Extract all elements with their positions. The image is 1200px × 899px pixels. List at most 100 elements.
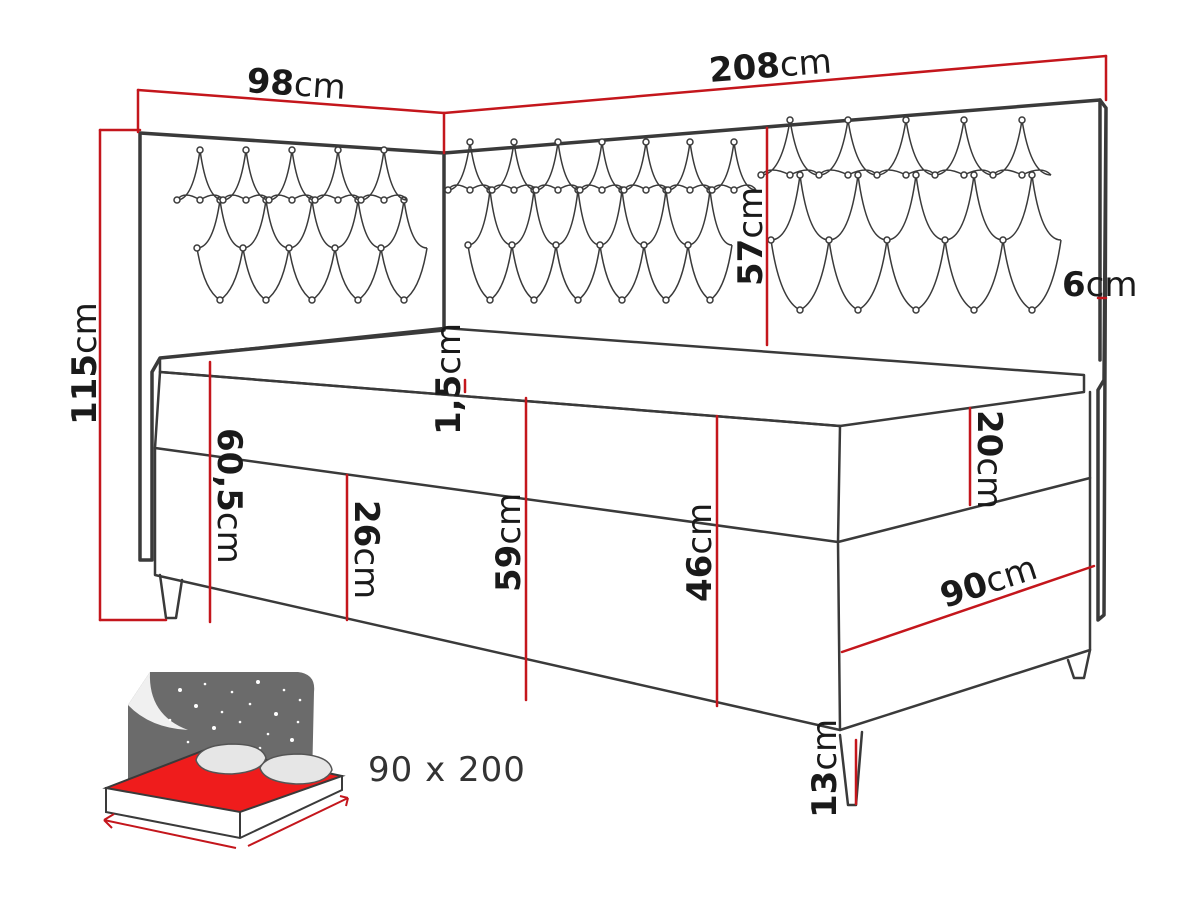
- tufting-button: [239, 244, 247, 252]
- mattress-corner: [836, 424, 842, 544]
- tufting-button: [620, 186, 628, 194]
- tufting-button: [970, 171, 978, 179]
- tufting-diamond: [360, 149, 408, 201]
- topper-edge: [158, 370, 842, 428]
- back-headboard: [442, 98, 1108, 622]
- star-icon: [186, 740, 190, 744]
- label-base-height: 26cm: [346, 500, 386, 599]
- label-front-height: 60,5cm: [209, 428, 249, 564]
- tufting-button: [941, 236, 949, 244]
- tufting-diamond: [760, 119, 820, 176]
- label-total-height: 115cm: [65, 302, 105, 425]
- tufting-button: [902, 116, 910, 124]
- star-icon: [220, 710, 224, 714]
- tufting-diamond: [579, 141, 625, 191]
- star-icon: [248, 702, 252, 706]
- side-headboard: [138, 131, 446, 562]
- tufting-button: [193, 244, 201, 252]
- label-headboard-thickness: 6cm: [1062, 265, 1138, 305]
- label-mid-height: 59cm: [489, 493, 529, 592]
- icon-headboard: [128, 672, 315, 782]
- dimension-lines: [98, 54, 1108, 806]
- tufting-button: [380, 196, 388, 204]
- label-side-width: 98cm: [245, 61, 347, 108]
- tufting-diamond: [687, 189, 733, 301]
- tufting-button: [265, 196, 273, 204]
- dim-line-side-width: [136, 88, 446, 115]
- tufting-diamond: [334, 199, 382, 301]
- tufting-button: [554, 138, 562, 146]
- tufting-button: [730, 186, 738, 194]
- tufting-button: [912, 171, 920, 179]
- tufting-diamond: [711, 141, 757, 191]
- tufting-diamond: [222, 149, 270, 201]
- tufting-button: [706, 296, 714, 304]
- tufting-pattern: [173, 116, 1062, 314]
- tufting-button: [684, 241, 692, 249]
- tufting-button: [1018, 171, 1026, 179]
- tufting-diamond: [535, 141, 581, 191]
- tufting-button: [912, 306, 920, 314]
- icon-arrows: [103, 795, 349, 849]
- star-icon: [298, 698, 302, 702]
- tufting-diamond: [992, 119, 1052, 176]
- star-icon: [282, 688, 286, 692]
- star-icon: [194, 704, 198, 708]
- leg-front-right: [838, 730, 864, 807]
- tufting-diamond: [667, 141, 713, 191]
- tufting-button: [854, 306, 862, 314]
- star-icon: [168, 718, 172, 722]
- tufting-button: [989, 171, 997, 179]
- tufting-button: [331, 244, 339, 252]
- arrow-width: [247, 797, 349, 847]
- tufting-button: [686, 138, 694, 146]
- label-headboard-height: 57cm: [731, 187, 771, 286]
- tufting-button: [357, 196, 365, 204]
- tufting-button: [262, 296, 270, 304]
- tufting-button: [970, 306, 978, 314]
- tufting-diamond: [944, 174, 1004, 311]
- tufting-button: [640, 241, 648, 249]
- tufting-button: [354, 296, 362, 304]
- star-icon: [238, 720, 242, 724]
- star-icon: [266, 732, 270, 736]
- tufting-button: [219, 196, 227, 204]
- tufting-button: [532, 186, 540, 194]
- tufting-button: [786, 171, 794, 179]
- tufting-button: [796, 306, 804, 314]
- tufting-button: [598, 186, 606, 194]
- tufting-button: [574, 296, 582, 304]
- tufting-diamond: [876, 119, 936, 176]
- tufting-button: [311, 196, 319, 204]
- tufting-button: [598, 138, 606, 146]
- tufting-button: [216, 296, 224, 304]
- tufting-diamond: [886, 174, 946, 311]
- tufting-diamond: [314, 149, 362, 201]
- tufting-button: [173, 196, 181, 204]
- tufting-button: [686, 186, 694, 194]
- pillow-icon: [259, 753, 333, 785]
- tufting-button: [334, 196, 342, 204]
- tufting-button: [902, 171, 910, 179]
- tufting-button: [883, 236, 891, 244]
- tufting-diamond: [643, 189, 689, 301]
- leg-front-left: [158, 573, 184, 620]
- tufting-button: [285, 244, 293, 252]
- tufting-button: [308, 296, 316, 304]
- label-length: 208cm: [708, 41, 834, 91]
- tufting-button: [1028, 306, 1036, 314]
- tufting-button: [960, 171, 968, 179]
- label-leg-height: 13cm: [805, 719, 845, 818]
- tufting-button: [196, 196, 204, 204]
- star-icon: [274, 712, 278, 716]
- tufting-button: [642, 138, 650, 146]
- arrow-head: [103, 813, 115, 829]
- bed-outline: [138, 98, 1108, 807]
- label-topper-thickness: 1,5cm: [429, 323, 469, 435]
- tufting-diamond: [555, 189, 601, 301]
- star-icon: [256, 680, 260, 684]
- tufting-button: [1028, 171, 1036, 179]
- label-inner-height: 46cm: [680, 503, 720, 602]
- tufting-button: [844, 116, 852, 124]
